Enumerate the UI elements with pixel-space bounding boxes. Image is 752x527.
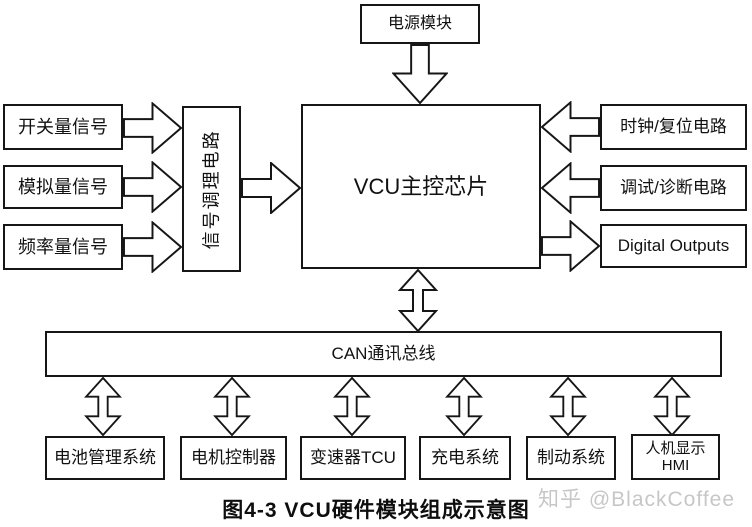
subsystem-box-hmi-display: 人机显示 HMI	[631, 434, 720, 480]
updown-arrow-icon	[653, 377, 691, 436]
subsystem-box-battery-management: 电池管理系统	[45, 436, 165, 480]
updown-arrow-icon	[84, 377, 122, 436]
clock-reset-circuit-box: 时钟/复位电路	[600, 104, 747, 150]
subsystem-box-braking-system: 制动系统	[526, 436, 616, 480]
left-arrow-icon	[541, 101, 600, 153]
right-arrow-icon	[123, 102, 182, 154]
updown-arrow-icon	[333, 377, 371, 436]
updown-arrow-icon	[395, 269, 441, 332]
hmi-label-line1: 人机显示	[645, 439, 706, 457]
subsystem-box-charging-system: 充电系统	[419, 436, 511, 480]
right-arrow-icon	[123, 161, 182, 213]
watermark: 知乎 @BlackCoffee	[538, 483, 735, 513]
figure-caption: 图4-3 VCU硬件模块组成示意图	[222, 499, 530, 522]
input-box-frequency-signal: 频率量信号	[3, 224, 123, 270]
subsystem-box-transmission-tcu: 变速器TCU	[300, 436, 406, 480]
left-arrow-icon	[541, 162, 600, 214]
can-bus-box: CAN通讯总线	[45, 331, 722, 377]
watermark-handle: @BlackCoffee	[588, 488, 736, 511]
input-box-analog-signal: 模拟量信号	[3, 165, 123, 209]
right-arrow-icon	[123, 221, 182, 273]
watermark-brand: 知乎	[538, 488, 582, 511]
debug-diagnostic-circuit-box: 调试/诊断电路	[600, 165, 747, 211]
updown-arrow-icon	[213, 377, 251, 436]
power-module-box: 电源模块	[360, 4, 480, 44]
down-arrow-icon	[392, 44, 448, 104]
signal-conditioning-label: 信号调理电路	[201, 129, 222, 249]
vcu-main-chip-box: VCU主控芯片	[301, 104, 541, 269]
subsystem-box-motor-controller: 电机控制器	[180, 436, 287, 480]
right-arrow-icon	[241, 162, 301, 214]
updown-arrow-icon	[445, 377, 483, 436]
signal-conditioning-box: 信号调理电路	[182, 106, 241, 272]
updown-arrow-icon	[549, 377, 587, 436]
hmi-label-line2: HMI	[661, 457, 690, 474]
input-box-switch-signal: 开关量信号	[3, 104, 123, 150]
digital-outputs-box: Digital Outputs	[600, 224, 747, 268]
right-arrow-icon	[541, 220, 600, 272]
